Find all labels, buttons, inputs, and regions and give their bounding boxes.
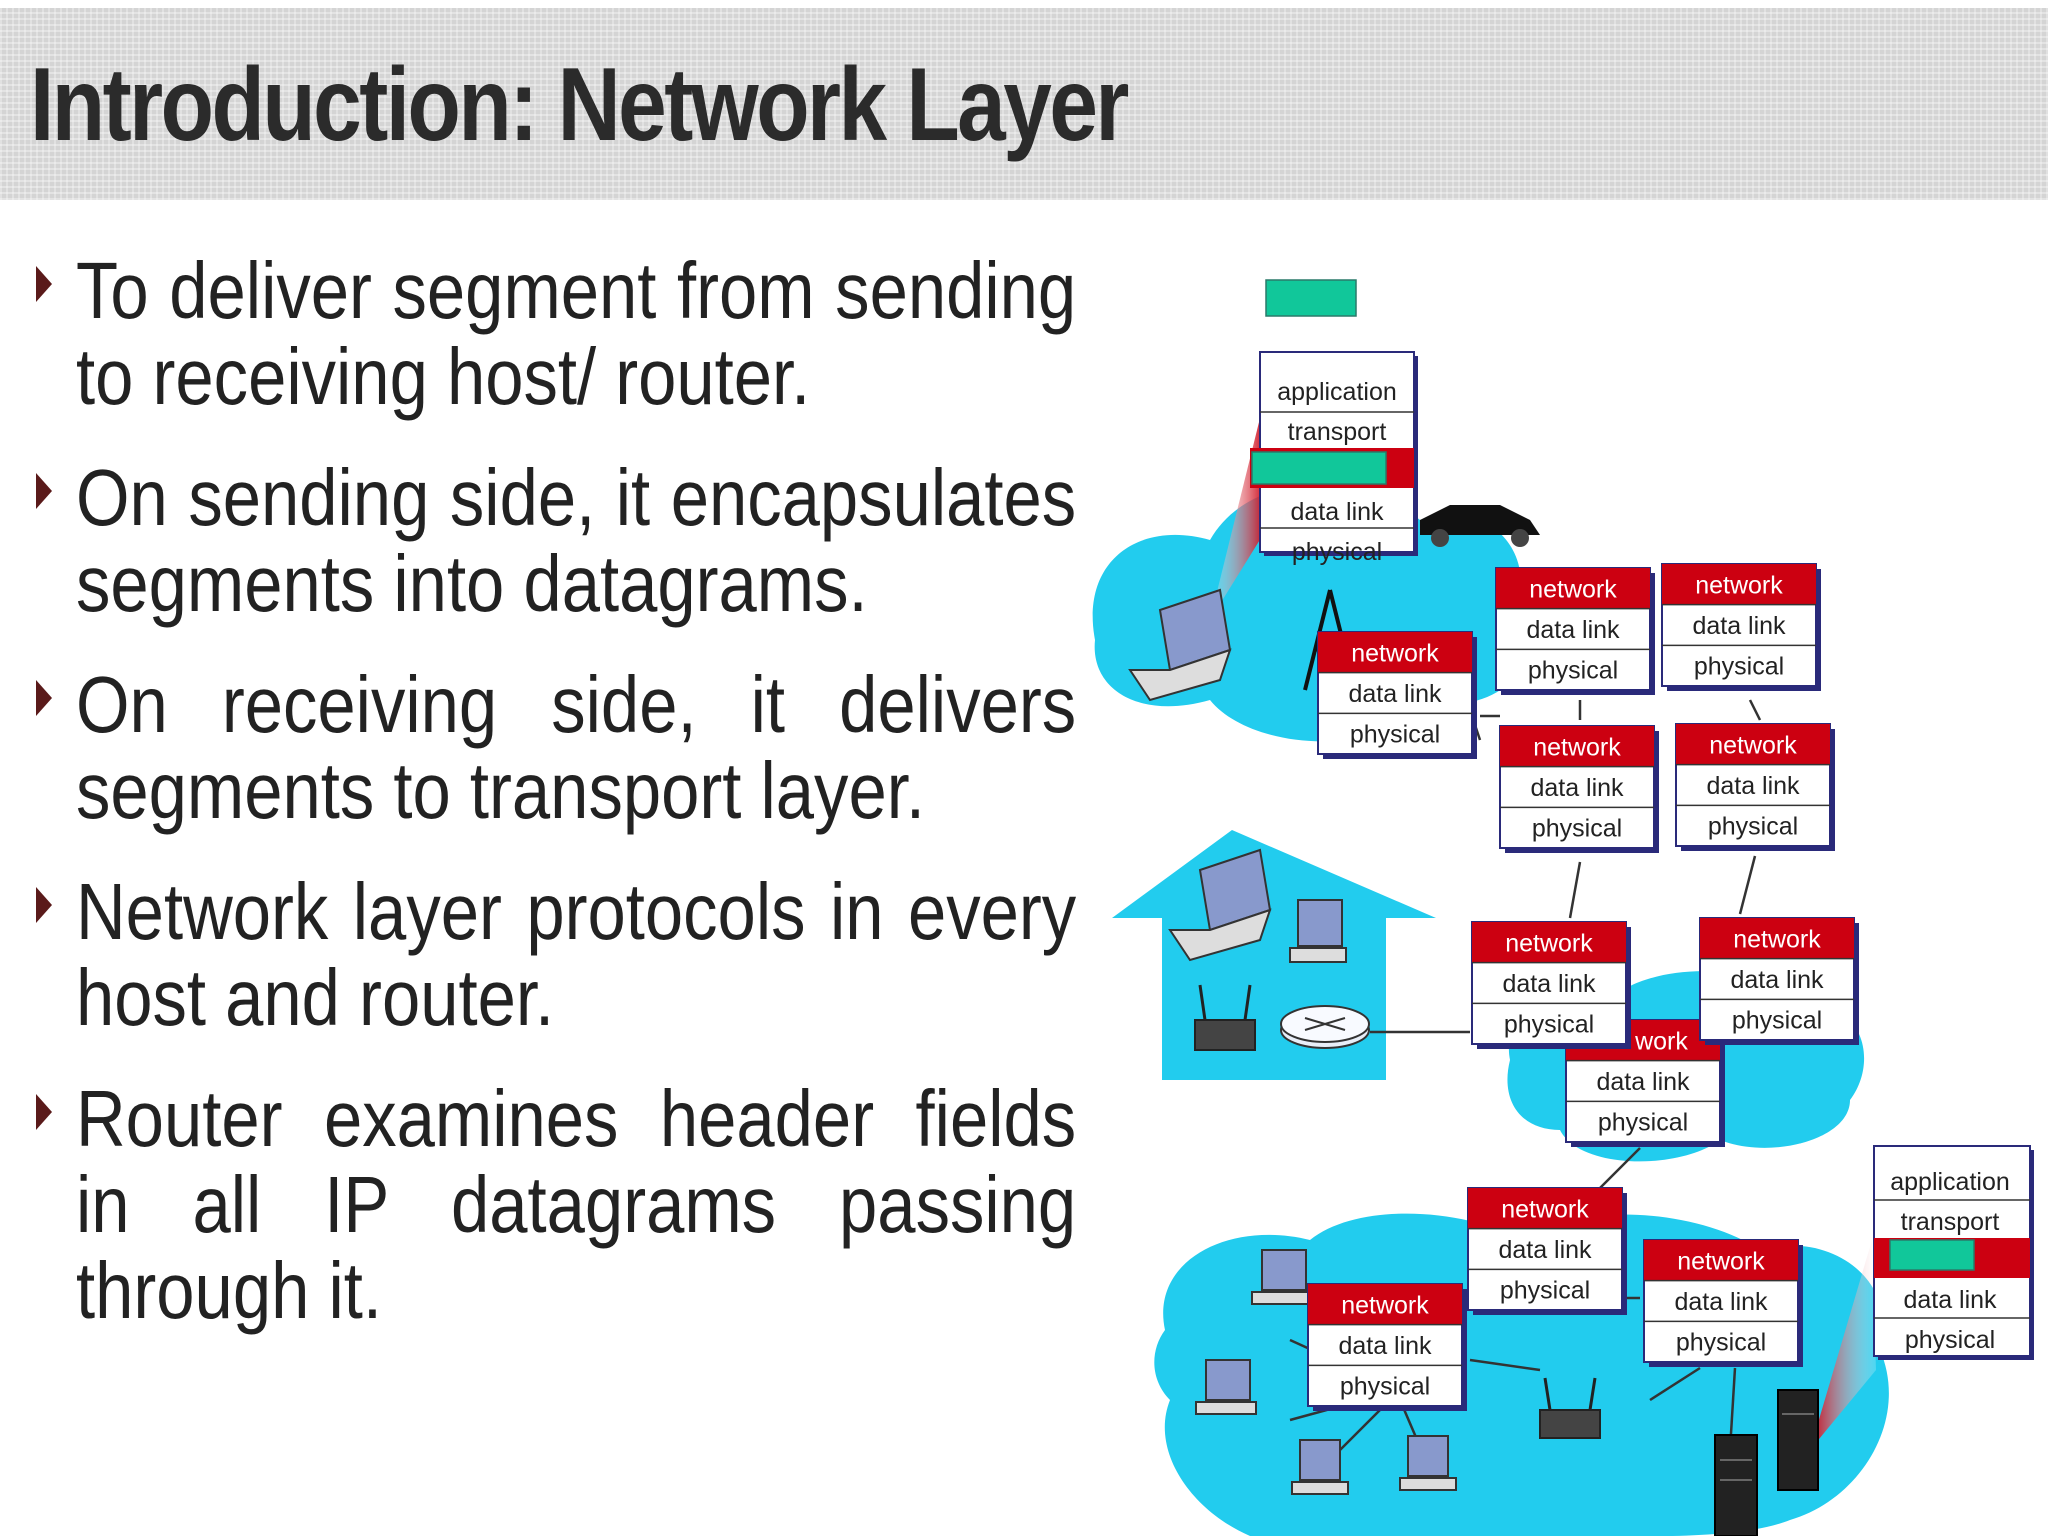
- stack-label-data-link: data link: [1674, 1288, 1768, 1316]
- stack-label-physical: physical: [1350, 721, 1440, 749]
- desktop-computer-icon: [1291, 1439, 1349, 1495]
- bullet-text: Router examines header fields in all IP …: [76, 1074, 1077, 1335]
- stack-label-physical: physical: [1500, 1277, 1590, 1305]
- stack-label-data-link: data link: [1526, 616, 1620, 644]
- stack-label-data-link: data link: [1498, 1236, 1592, 1264]
- stack-label-data-link: data link: [1348, 680, 1442, 708]
- desktop-computer-icon: [1289, 899, 1347, 963]
- title-bar: Introduction: Network Layer: [0, 8, 2048, 200]
- encapsulation-arrow-right: [1810, 1240, 1876, 1450]
- bullet-arrow-icon: [36, 473, 52, 509]
- bullet-list: To deliver segment from sending to recei…: [30, 248, 1080, 1369]
- stack-label-data-link: data link: [1530, 774, 1624, 802]
- stack-label-physical: physical: [1340, 1373, 1430, 1401]
- stack-label-data-link: data link: [1596, 1068, 1690, 1096]
- wireless-router-icon: [1194, 984, 1256, 1051]
- network-diagram: application transport data link physical…: [1092, 279, 2034, 1536]
- sending-host-stack: application transport data link physical: [1250, 351, 1418, 566]
- stack-label-network: network: [1501, 1195, 1589, 1223]
- home-network-house: [1112, 830, 1436, 1080]
- bullet-item: On receiving side, it delivers segments …: [30, 662, 1080, 834]
- stack-label-network: network: [1505, 929, 1593, 957]
- bullet-arrow-icon: [36, 887, 52, 923]
- car-icon: [1420, 505, 1540, 547]
- stack-label-physical: physical: [1528, 657, 1618, 685]
- router-stack: network data link physical: [1317, 631, 1477, 759]
- desktop-computer-icon: [1399, 1435, 1457, 1491]
- bullet-arrow-icon: [36, 1094, 52, 1130]
- stack-label-data-link: data link: [1706, 772, 1800, 800]
- stack-label-data-link: data link: [1290, 498, 1384, 526]
- segment-block: [1265, 279, 1357, 317]
- router-stacks: network data link physical network data link…: [1307, 563, 1859, 1411]
- bullet-item: Network layer protocols in every host an…: [30, 869, 1080, 1041]
- stack-label-network: network: [1341, 1291, 1429, 1319]
- stack-label-network: network: [1695, 571, 1783, 599]
- bullet-item: To deliver segment from sending to recei…: [30, 248, 1080, 420]
- stack-label-transport: transport: [1288, 418, 1387, 446]
- stack-label-application: application: [1890, 1168, 2010, 1196]
- stack-label-physical: physical: [1905, 1326, 1995, 1354]
- stack-label-physical: physical: [1292, 538, 1382, 566]
- desktop-computer-icon: [1195, 1359, 1257, 1415]
- stack-label-physical: physical: [1694, 653, 1784, 681]
- stack-label-data-link: data link: [1502, 970, 1596, 998]
- stack-label-transport: transport: [1901, 1208, 2000, 1236]
- router-stack: network data link physical: [1495, 567, 1655, 695]
- laptop-icon: [1168, 848, 1272, 962]
- router-stack: network data link physical: [1467, 1187, 1627, 1315]
- stack-label-data-link: data link: [1903, 1286, 1997, 1314]
- stack-label-data-link: data link: [1730, 966, 1824, 994]
- router-stack: network data link physical: [1699, 917, 1859, 1045]
- router-stack: network data link physical: [1675, 723, 1835, 851]
- server-icon: [1777, 1389, 1819, 1491]
- stack-label-network: work: [1634, 1027, 1688, 1055]
- bullet-item: Router examines header fields in all IP …: [30, 1076, 1080, 1334]
- stack-label-data-link: data link: [1692, 612, 1786, 640]
- stack-label-network: network: [1533, 733, 1621, 761]
- stack-label-application: application: [1277, 378, 1397, 406]
- stack-label-physical: physical: [1598, 1109, 1688, 1137]
- router-stack: network data link physical: [1307, 1283, 1467, 1411]
- router-stack: network data link physical: [1661, 563, 1821, 691]
- bullet-text: Network layer protocols in every host an…: [76, 867, 1077, 1042]
- stack-label-physical: physical: [1676, 1329, 1766, 1357]
- receiving-host-stack: application transport data link physical: [1873, 1145, 2034, 1360]
- stack-label-physical: physical: [1532, 815, 1622, 843]
- stack-label-network: network: [1709, 731, 1797, 759]
- server-icon: [1714, 1434, 1758, 1536]
- router-stack: network data link physical: [1499, 725, 1659, 853]
- desktop-computer-icon: [1251, 1249, 1313, 1305]
- wireless-router-icon: [1539, 1377, 1601, 1439]
- stack-label-network: network: [1351, 639, 1439, 667]
- router-icon: [1280, 1005, 1370, 1049]
- stack-label-network: network: [1733, 925, 1821, 953]
- stack-label-physical: physical: [1708, 813, 1798, 841]
- bullet-item: On sending side, it encapsulates segment…: [30, 455, 1080, 627]
- bullet-arrow-icon: [36, 680, 52, 716]
- slide-title: Introduction: Network Layer: [30, 47, 1129, 163]
- router-stack: network data link physical: [1643, 1239, 1803, 1367]
- bullet-text: To deliver segment from sending to recei…: [76, 246, 1077, 421]
- router-stack: network data link physical: [1471, 921, 1631, 1049]
- stack-label-network: network: [1677, 1247, 1765, 1275]
- stack-label-network: network: [1529, 575, 1617, 603]
- bullet-arrow-icon: [36, 266, 52, 302]
- stack-label-data-link: data link: [1338, 1332, 1432, 1360]
- stack-label-physical: physical: [1732, 1007, 1822, 1035]
- stack-label-physical: physical: [1504, 1011, 1594, 1039]
- bullet-text: On sending side, it encapsulates segment…: [76, 453, 1077, 628]
- laptop-icon: [1128, 588, 1232, 702]
- bullet-text: On receiving side, it delivers segments …: [76, 660, 1077, 835]
